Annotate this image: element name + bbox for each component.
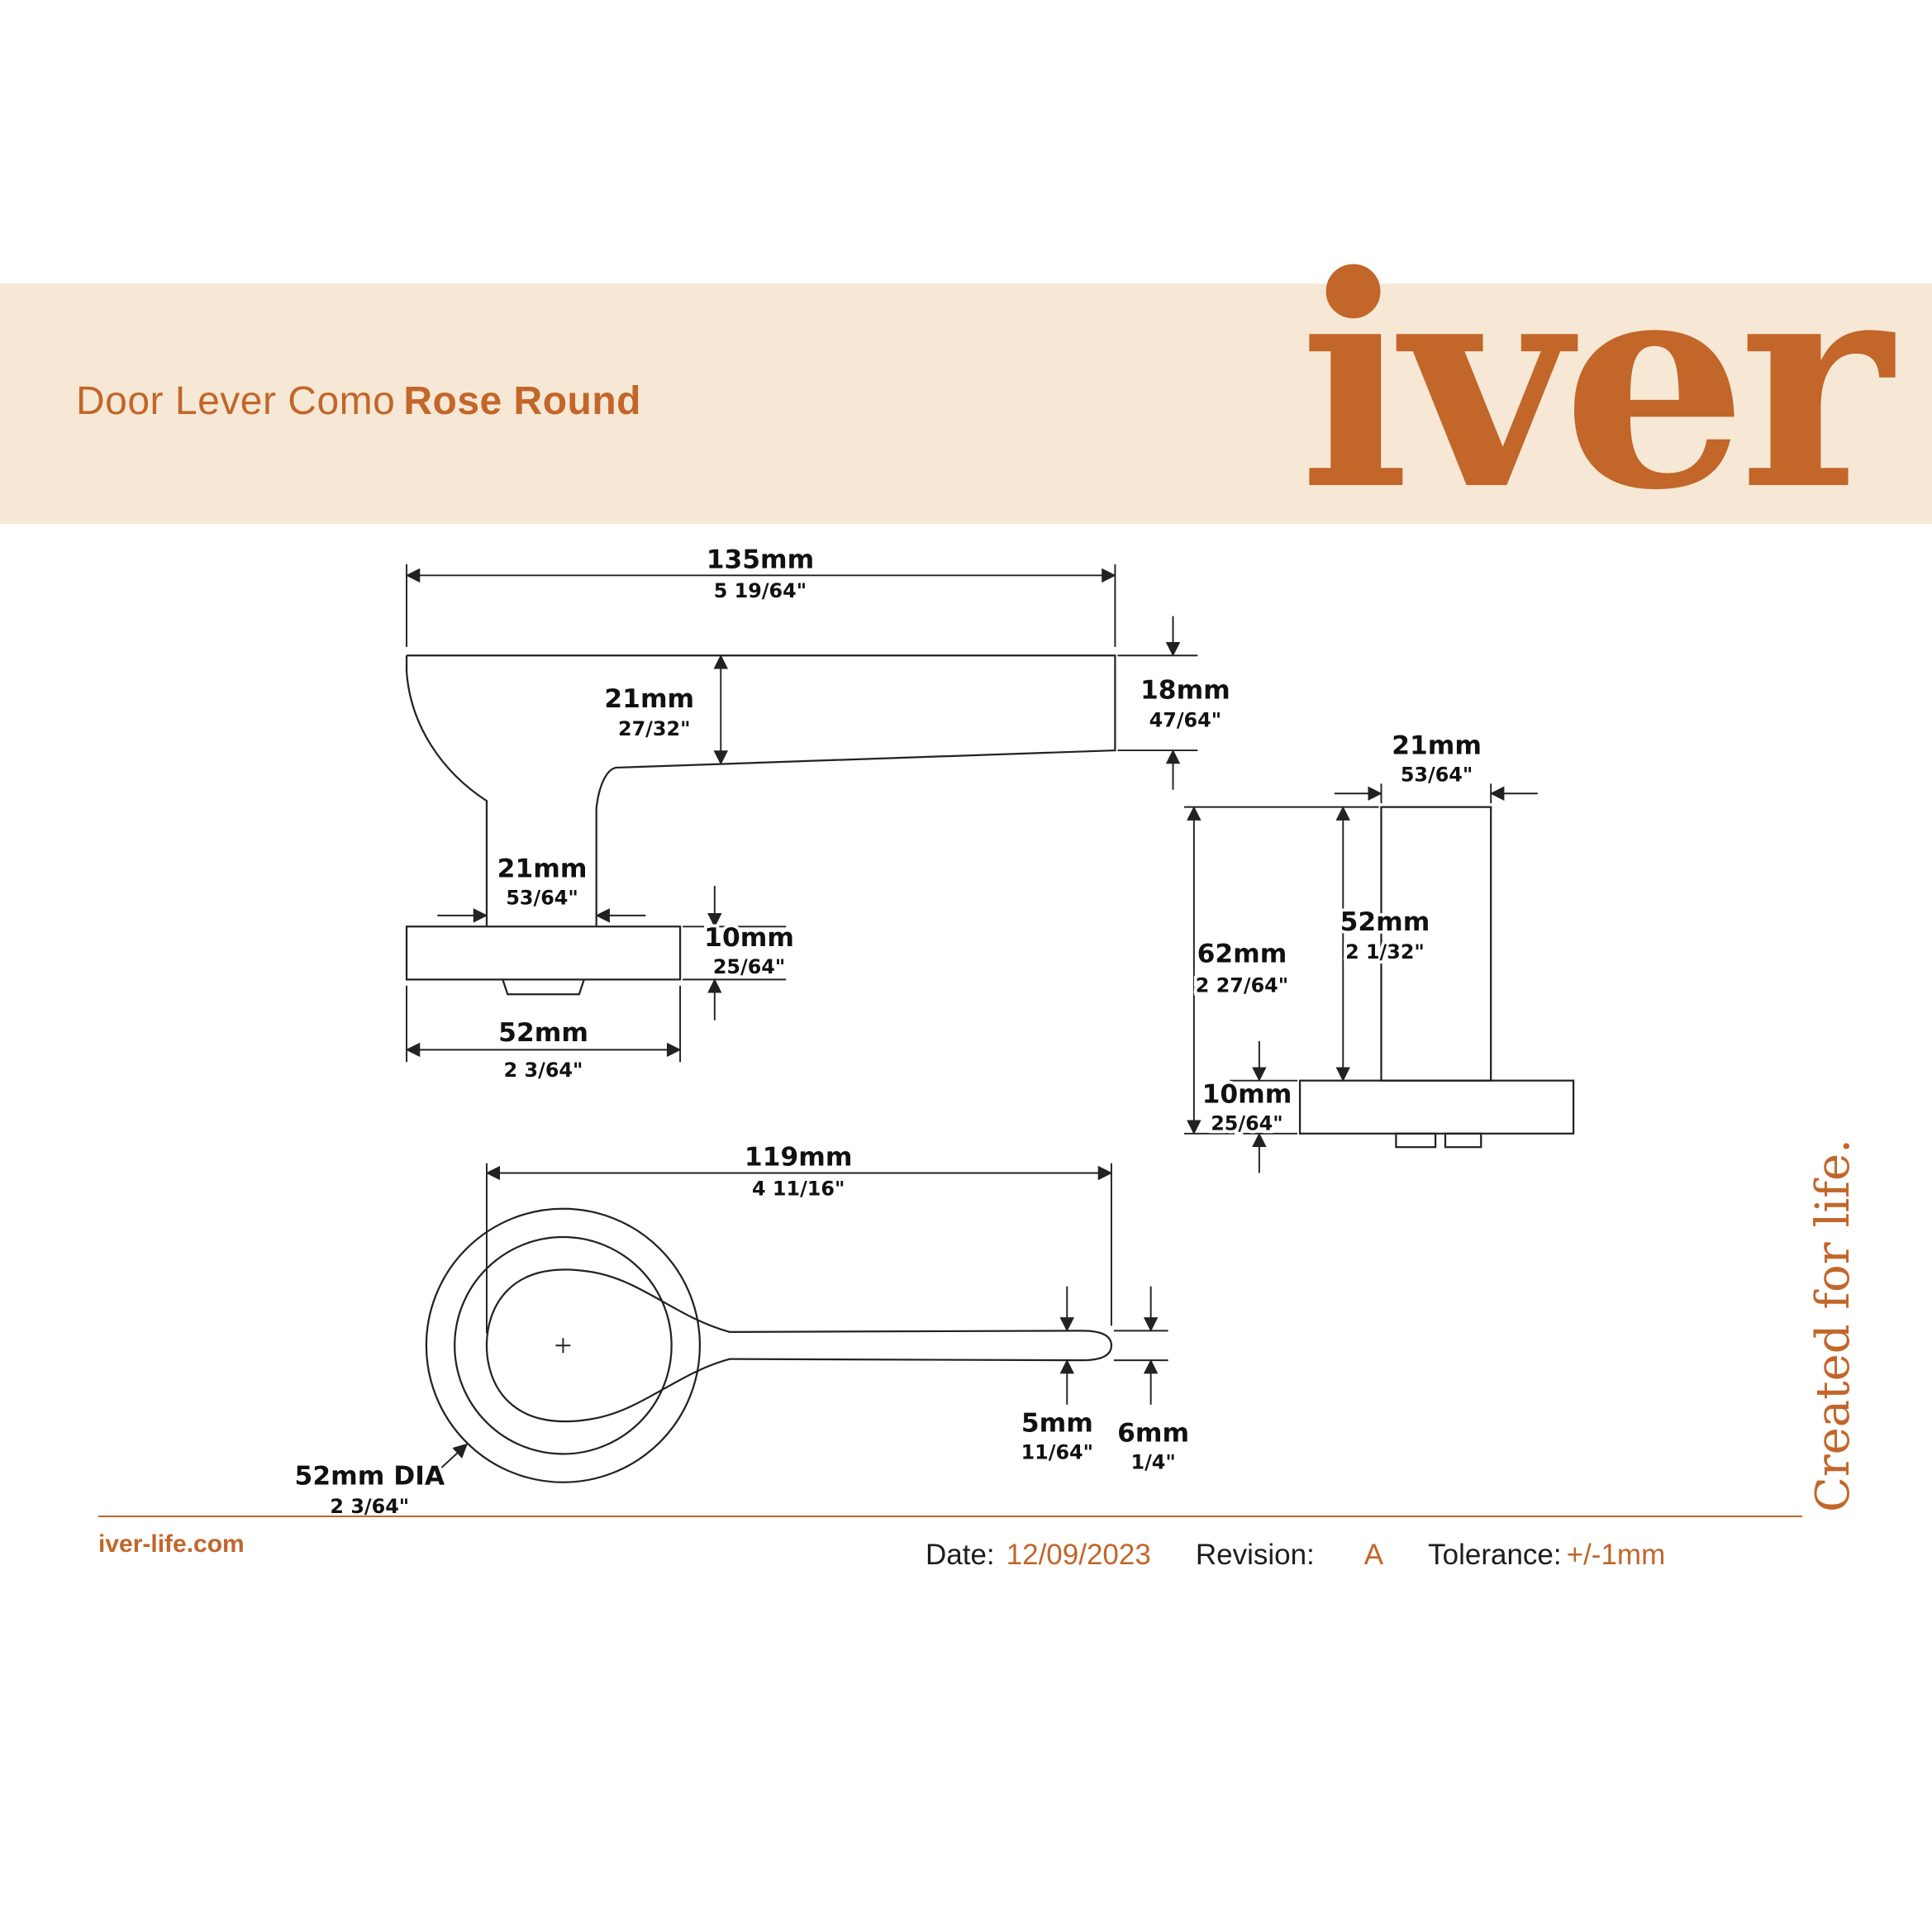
website-link: iver-life.com xyxy=(98,1530,245,1558)
revision-label: Revision: xyxy=(1195,1539,1315,1571)
plan-view-drawing: 119mm 4 11/16" 5mm 11/64" 6mm 1/4" 52mm … xyxy=(292,1140,1192,1521)
dim-plan-rose-dia-mm: 52mm DIA xyxy=(295,1462,445,1492)
dim-side-rose-height-in: 25/64" xyxy=(713,955,786,978)
dim-front-stem-height-in: 2 1/32" xyxy=(1345,940,1425,964)
dim-side-lever-height-mm: 21mm xyxy=(604,684,694,714)
revision-value: A xyxy=(1363,1539,1384,1571)
dim-front-total-height-in: 2 27/64" xyxy=(1196,973,1288,997)
tolerance-label: Tolerance: xyxy=(1428,1539,1562,1571)
front-view-drawing: 21mm 53/64" 62mm 2 27/64" 52mm 2 1/32" 1… xyxy=(1183,728,1575,1173)
dim-front-rose-height-in: 25/64" xyxy=(1211,1111,1282,1135)
date-value: 12/09/2023 xyxy=(1006,1539,1151,1571)
dim-plan-tip-width-mm: 6mm xyxy=(1117,1419,1189,1449)
dim-side-length-in: 5 19/64" xyxy=(714,579,807,602)
tolerance-value: +/-1mm xyxy=(1566,1539,1666,1571)
dim-side-length-mm: 135mm xyxy=(707,545,815,574)
dim-side-stem-width-in: 53/64" xyxy=(506,886,578,909)
tagline: Created for life. xyxy=(1806,1139,1860,1512)
dim-side-tip-height-in: 47/64" xyxy=(1149,709,1221,732)
dim-front-stem-height-mm: 52mm xyxy=(1340,907,1430,937)
dim-plan-tip-width-in: 1/4" xyxy=(1130,1450,1175,1473)
dim-side-stem-width-mm: 21mm xyxy=(497,854,588,884)
dim-front-stem-width-in: 53/64" xyxy=(1401,763,1473,786)
side-view-drawing: 135mm 5 19/64" 21mm 27/32" 18mm 47/64" 2… xyxy=(405,542,1234,1085)
dim-plan-length-in: 4 11/16" xyxy=(752,1177,845,1200)
footer-divider xyxy=(98,1516,1802,1517)
page-title-regular: Door Lever Como xyxy=(76,379,396,423)
iver-logo: iver xyxy=(1299,212,1892,554)
date-label: Date: xyxy=(926,1539,995,1571)
dim-plan-neck-width-in: 11/64" xyxy=(1021,1440,1093,1463)
dim-side-tip-height-mm: 18mm xyxy=(1140,675,1230,705)
dim-side-rose-height-mm: 10mm xyxy=(704,923,794,953)
dim-front-stem-width-mm: 21mm xyxy=(1392,731,1482,761)
dim-plan-rose-dia-in: 2 3/64" xyxy=(330,1495,409,1518)
title-banner xyxy=(0,283,1932,524)
dim-side-rose-width-mm: 52mm xyxy=(498,1018,588,1048)
dim-plan-neck-width-mm: 5mm xyxy=(1021,1409,1093,1439)
dim-plan-length-mm: 119mm xyxy=(745,1143,853,1173)
dim-side-lever-height-in: 27/32" xyxy=(618,717,691,740)
footer-info: Date: 12/09/2023 Revision: A Tolerance: … xyxy=(926,1539,1665,1572)
dim-side-rose-width-in: 2 3/64" xyxy=(504,1059,583,1082)
page-title-bold: Rose Round xyxy=(403,379,641,423)
dim-front-total-height-mm: 62mm xyxy=(1197,940,1287,969)
dim-front-rose-height-mm: 10mm xyxy=(1202,1080,1292,1110)
